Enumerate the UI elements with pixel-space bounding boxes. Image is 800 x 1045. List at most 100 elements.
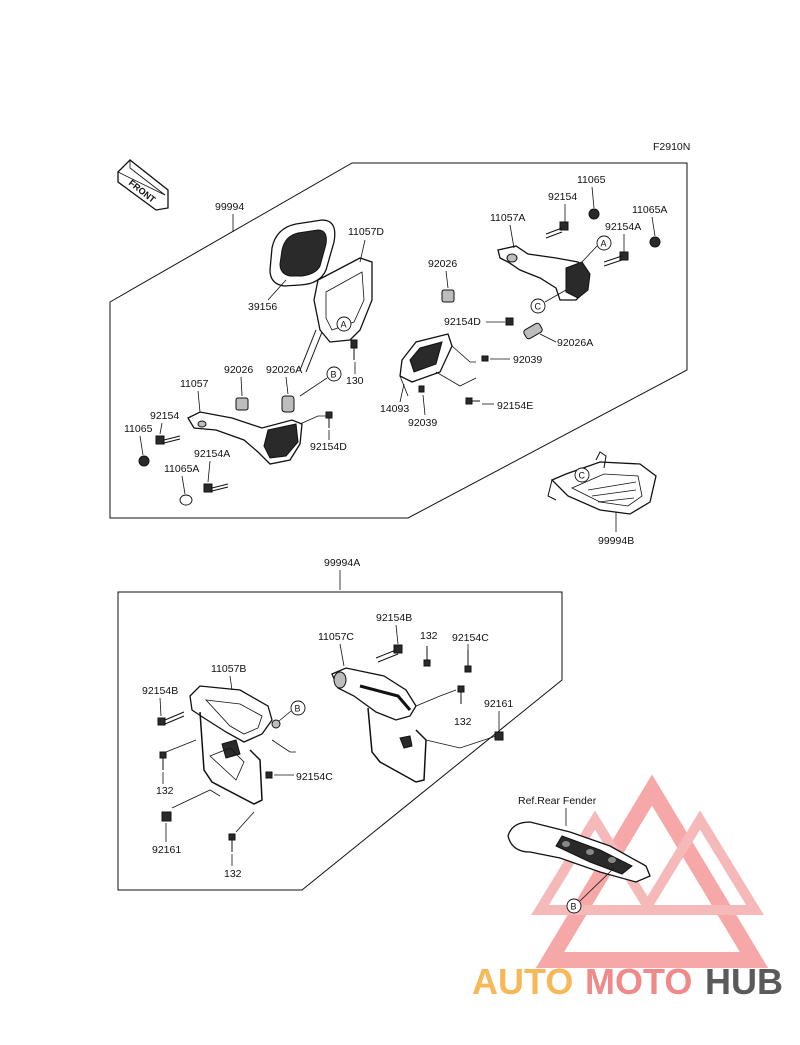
ref-label: Ref.Rear Fender: [518, 795, 597, 807]
leader-92154a-left: [207, 460, 211, 483]
leader-92039-b: [422, 394, 426, 416]
part-label-92154d-top: 92154D: [444, 316, 481, 328]
leader-11057a: [509, 224, 515, 249]
callout-a-1: A: [336, 316, 352, 332]
part-label-92026a-top: 92026A: [557, 337, 593, 349]
part-label-92026-left: 92026: [224, 364, 253, 376]
leader-11065a-left: [181, 475, 186, 495]
assembly-line-7: [271, 739, 296, 753]
backrest-pad-39156: [269, 219, 336, 287]
part-label-14093: 14093: [380, 403, 409, 415]
leader-39156: [267, 279, 287, 301]
part-label-130: 130: [346, 375, 364, 387]
assembly-line-5: [425, 735, 497, 749]
leader-92154b-top: [395, 624, 399, 645]
nut-92161-right: [494, 731, 504, 741]
screw-92039-right: [481, 355, 489, 362]
backrest-bracket-11057d: [299, 257, 373, 373]
watermark-part-hub: HUB: [705, 961, 783, 1002]
callout-a-1-text: A: [341, 320, 347, 330]
leader-callout-c-1: [544, 289, 567, 303]
part-label-132-bottom: 132: [224, 868, 242, 880]
part-label-92154-top: 92154: [548, 191, 577, 203]
bolt-92154c-left: [265, 771, 273, 779]
assembly-line-1: [451, 345, 476, 363]
watermark-part-auto: AUTO: [472, 961, 573, 1002]
part-label-92154c-left: 92154C: [296, 771, 333, 783]
part-label-92039-a: 92039: [513, 354, 542, 366]
part-label-11057: 11057: [180, 378, 209, 390]
assembly-line-2: [435, 371, 477, 387]
bracket-14093: [399, 333, 453, 397]
part-label-132-top: 132: [420, 630, 438, 642]
diagram-code: F2910N: [653, 141, 690, 153]
part-label-99994: 99994: [215, 201, 244, 213]
rear-rack-99994b: [547, 451, 657, 515]
side-bracket-11057: [187, 411, 303, 465]
callout-c-2: C: [574, 467, 590, 483]
bolt-92154d-left: [325, 411, 333, 428]
pin-11057b: [271, 719, 281, 729]
part-label-92026a-left: 92026A: [266, 364, 302, 376]
spacer-92026-left: [235, 397, 249, 411]
part-label-92154b-left: 92154B: [142, 685, 178, 697]
spacer-92026-top: [441, 289, 455, 303]
leader-92154b-left: [159, 697, 162, 717]
part-label-92161-right: 92161: [484, 698, 513, 710]
part-label-11057a: 11057A: [490, 212, 525, 224]
part-label-92161-left: 92161: [152, 844, 181, 856]
leader-92026a-left: [285, 376, 289, 395]
rear-fender-reference: [507, 821, 651, 883]
part-label-11057c: 11057C: [318, 631, 354, 643]
part-label-99994b: 99994B: [598, 535, 634, 547]
bolt-132-mid: [457, 685, 465, 704]
leader-14093: [399, 383, 405, 403]
bolt-92154-left: [155, 435, 181, 445]
part-label-92154b-top: 92154B: [376, 612, 412, 624]
part-label-92154e: 92154E: [497, 400, 533, 412]
callout-b-2: B: [290, 700, 306, 716]
leader-callout-a-2: [581, 245, 598, 263]
part-label-92154a-top: 92154A: [605, 221, 641, 233]
leader-11065a-top: [651, 216, 656, 237]
spacer-92026a-top: [523, 322, 543, 340]
nut-11065-top: [588, 208, 600, 220]
callout-b-2-text: B: [295, 704, 301, 714]
leader-callout-b-2: [278, 710, 292, 722]
part-label-92154-left: 92154: [150, 410, 179, 422]
callout-b-1-text: B: [331, 370, 337, 380]
part-label-92154c-top: 92154C: [452, 632, 489, 644]
part-label-39156: 39156: [248, 301, 277, 313]
part-label-11065-left: 11065: [124, 423, 153, 435]
leader-11065-left: [139, 435, 144, 456]
part-label-11057b: 11057B: [211, 663, 246, 675]
callout-c-1: C: [530, 298, 546, 314]
bolt-92154e: [465, 397, 480, 405]
bolt-132-left: [159, 751, 167, 770]
assembly-line-9: [235, 811, 255, 833]
nut-92161-left: [161, 811, 172, 822]
bolt-92154-top: [545, 221, 569, 239]
screw-92039-lower: [418, 385, 425, 393]
part-label-11065-top: 11065: [577, 174, 606, 186]
part-label-11065a-left: 11065A: [164, 463, 199, 475]
assembly-line-3: [299, 415, 326, 425]
part-label-132-mid: 132: [454, 716, 472, 728]
leader-11065-top: [591, 186, 595, 209]
group-frame-99994: [109, 162, 688, 519]
part-label-11057d: 11057D: [348, 226, 384, 238]
part-label-92154a-left: 92154A: [194, 448, 230, 460]
leader-92154-left: [159, 422, 163, 435]
bolt-92154b-left: [157, 711, 185, 726]
bolt-132-bottom: [228, 833, 236, 852]
callout-a-2-text: A: [601, 239, 607, 249]
callout-c-2-text: C: [579, 471, 586, 481]
callout-a-2: A: [596, 235, 612, 251]
bolt-92154d-top: [505, 317, 514, 326]
group-frame-99994a: [117, 591, 563, 891]
callout-b-1: B: [326, 366, 342, 382]
backrest-frame-11057c: [331, 667, 427, 783]
bolt-132-top: [423, 646, 431, 667]
assembly-line-6: [165, 739, 197, 753]
